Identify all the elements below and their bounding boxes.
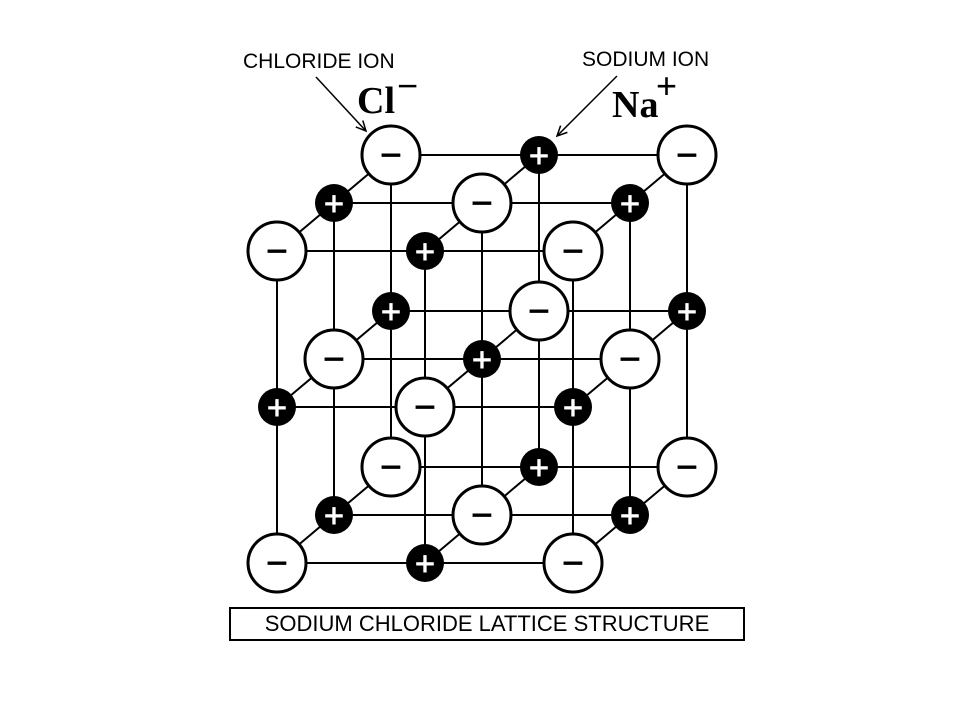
minus-sign-icon: − bbox=[378, 450, 403, 485]
chloride-pointer-arrow-shaft bbox=[315, 76, 367, 132]
plus-sign-icon: + bbox=[265, 391, 288, 424]
sodium-ion-circle bbox=[554, 388, 592, 426]
sodium-pointer-arrow-head bbox=[555, 125, 568, 138]
sodium-symbol: Na bbox=[612, 84, 659, 126]
chloride-pointer-arrow-head bbox=[355, 120, 368, 133]
sodium-ion: + bbox=[406, 544, 444, 582]
sodium-ion: + bbox=[258, 388, 296, 426]
sodium-ion-circle bbox=[520, 448, 558, 486]
minus-sign-icon: − bbox=[412, 390, 437, 425]
chloride-ion-circle bbox=[303, 328, 365, 390]
chloride-ion-circle bbox=[246, 532, 308, 594]
chloride-ion: − bbox=[542, 220, 604, 282]
sodium-charge: + bbox=[656, 65, 678, 106]
minus-sign-icon: − bbox=[674, 138, 699, 173]
minus-sign-icon: − bbox=[469, 498, 494, 533]
minus-sign-icon: − bbox=[378, 138, 403, 173]
plus-sign-icon: + bbox=[618, 187, 641, 220]
chloride-ion: − bbox=[303, 328, 365, 390]
chloride-ion-circle bbox=[656, 124, 718, 186]
chloride-ion: − bbox=[246, 220, 308, 282]
minus-sign-icon: − bbox=[560, 234, 585, 269]
chloride-ion-circle bbox=[246, 220, 308, 282]
sodium-pointer-arrow-shaft bbox=[556, 75, 618, 137]
chloride-ion: − bbox=[656, 124, 718, 186]
plus-sign-icon: + bbox=[322, 187, 345, 220]
plus-sign-icon: + bbox=[322, 499, 345, 532]
sodium-ion: + bbox=[611, 496, 649, 534]
chloride-ion-circle bbox=[360, 124, 422, 186]
sodium-ion: + bbox=[668, 292, 706, 330]
lattice-ions: −+−+−+−+−+−+−+−+−+−+−+−+−+− bbox=[246, 124, 718, 594]
minus-sign-icon: − bbox=[469, 186, 494, 221]
chloride-ion-circle bbox=[542, 532, 604, 594]
sodium-ion-circle bbox=[258, 388, 296, 426]
chloride-ion-circle bbox=[451, 172, 513, 234]
chloride-ion: − bbox=[599, 328, 661, 390]
chloride-ion-circle bbox=[394, 376, 456, 438]
sodium-ion: + bbox=[406, 232, 444, 270]
sodium-ion: + bbox=[611, 184, 649, 222]
minus-sign-icon: − bbox=[674, 450, 699, 485]
minus-sign-icon: − bbox=[321, 342, 346, 377]
plus-sign-icon: + bbox=[413, 547, 436, 580]
chloride-ion-circle bbox=[656, 436, 718, 498]
chloride-ion: − bbox=[451, 484, 513, 546]
plus-sign-icon: + bbox=[675, 295, 698, 328]
sodium-ion-circle bbox=[406, 544, 444, 582]
sodium-ion-label: SODIUM ION bbox=[582, 48, 710, 71]
sodium-ion: + bbox=[315, 496, 353, 534]
sodium-ion-circle bbox=[463, 340, 501, 378]
sodium-ion: + bbox=[520, 136, 558, 174]
sodium-ion-circle bbox=[406, 232, 444, 270]
chloride-pointer-arrow bbox=[315, 76, 368, 133]
chloride-ion: − bbox=[360, 436, 422, 498]
minus-sign-icon: − bbox=[560, 546, 585, 581]
minus-sign-icon: − bbox=[264, 546, 289, 581]
chloride-ion: − bbox=[508, 280, 570, 342]
caption-text: SODIUM CHLORIDE LATTICE STRUCTURE bbox=[264, 611, 710, 636]
minus-sign-icon: − bbox=[617, 342, 642, 377]
chloride-ion-circle bbox=[451, 484, 513, 546]
chloride-ion-label: CHLORIDE ION bbox=[243, 50, 395, 73]
sodium-ion: + bbox=[372, 292, 410, 330]
plus-sign-icon: + bbox=[618, 499, 641, 532]
sodium-ion: + bbox=[463, 340, 501, 378]
chloride-ion: − bbox=[394, 376, 456, 438]
sodium-ion-circle bbox=[611, 496, 649, 534]
chloride-ion: − bbox=[360, 124, 422, 186]
chloride-ion-circle bbox=[508, 280, 570, 342]
plus-sign-icon: + bbox=[527, 451, 550, 484]
plus-sign-icon: + bbox=[470, 343, 493, 376]
chloride-ion-circle bbox=[360, 436, 422, 498]
plus-sign-icon: + bbox=[379, 295, 402, 328]
chloride-ion-circle bbox=[599, 328, 661, 390]
chloride-symbol: Cl bbox=[357, 80, 395, 122]
sodium-ion-circle bbox=[372, 292, 410, 330]
caption-box: SODIUM CHLORIDE LATTICE STRUCTURE bbox=[229, 607, 745, 641]
chloride-charge: − bbox=[397, 65, 419, 106]
sodium-ion-circle bbox=[315, 496, 353, 534]
sodium-ion: + bbox=[554, 388, 592, 426]
sodium-ion-circle bbox=[520, 136, 558, 174]
minus-sign-icon: − bbox=[264, 234, 289, 269]
pointer-arrows bbox=[315, 75, 618, 138]
sodium-pointer-arrow bbox=[555, 75, 618, 138]
sodium-ion-circle bbox=[611, 184, 649, 222]
sodium-ion: + bbox=[315, 184, 353, 222]
sodium-ion-circle bbox=[668, 292, 706, 330]
plus-sign-icon: + bbox=[413, 235, 436, 268]
plus-sign-icon: + bbox=[561, 391, 584, 424]
chloride-ion: − bbox=[656, 436, 718, 498]
sodium-ion: + bbox=[520, 448, 558, 486]
chloride-ion: − bbox=[451, 172, 513, 234]
chloride-ion: − bbox=[542, 532, 604, 594]
minus-sign-icon: − bbox=[526, 294, 551, 329]
plus-sign-icon: + bbox=[527, 139, 550, 172]
chloride-ion-circle bbox=[542, 220, 604, 282]
sodium-ion-circle bbox=[315, 184, 353, 222]
chloride-ion: − bbox=[246, 532, 308, 594]
